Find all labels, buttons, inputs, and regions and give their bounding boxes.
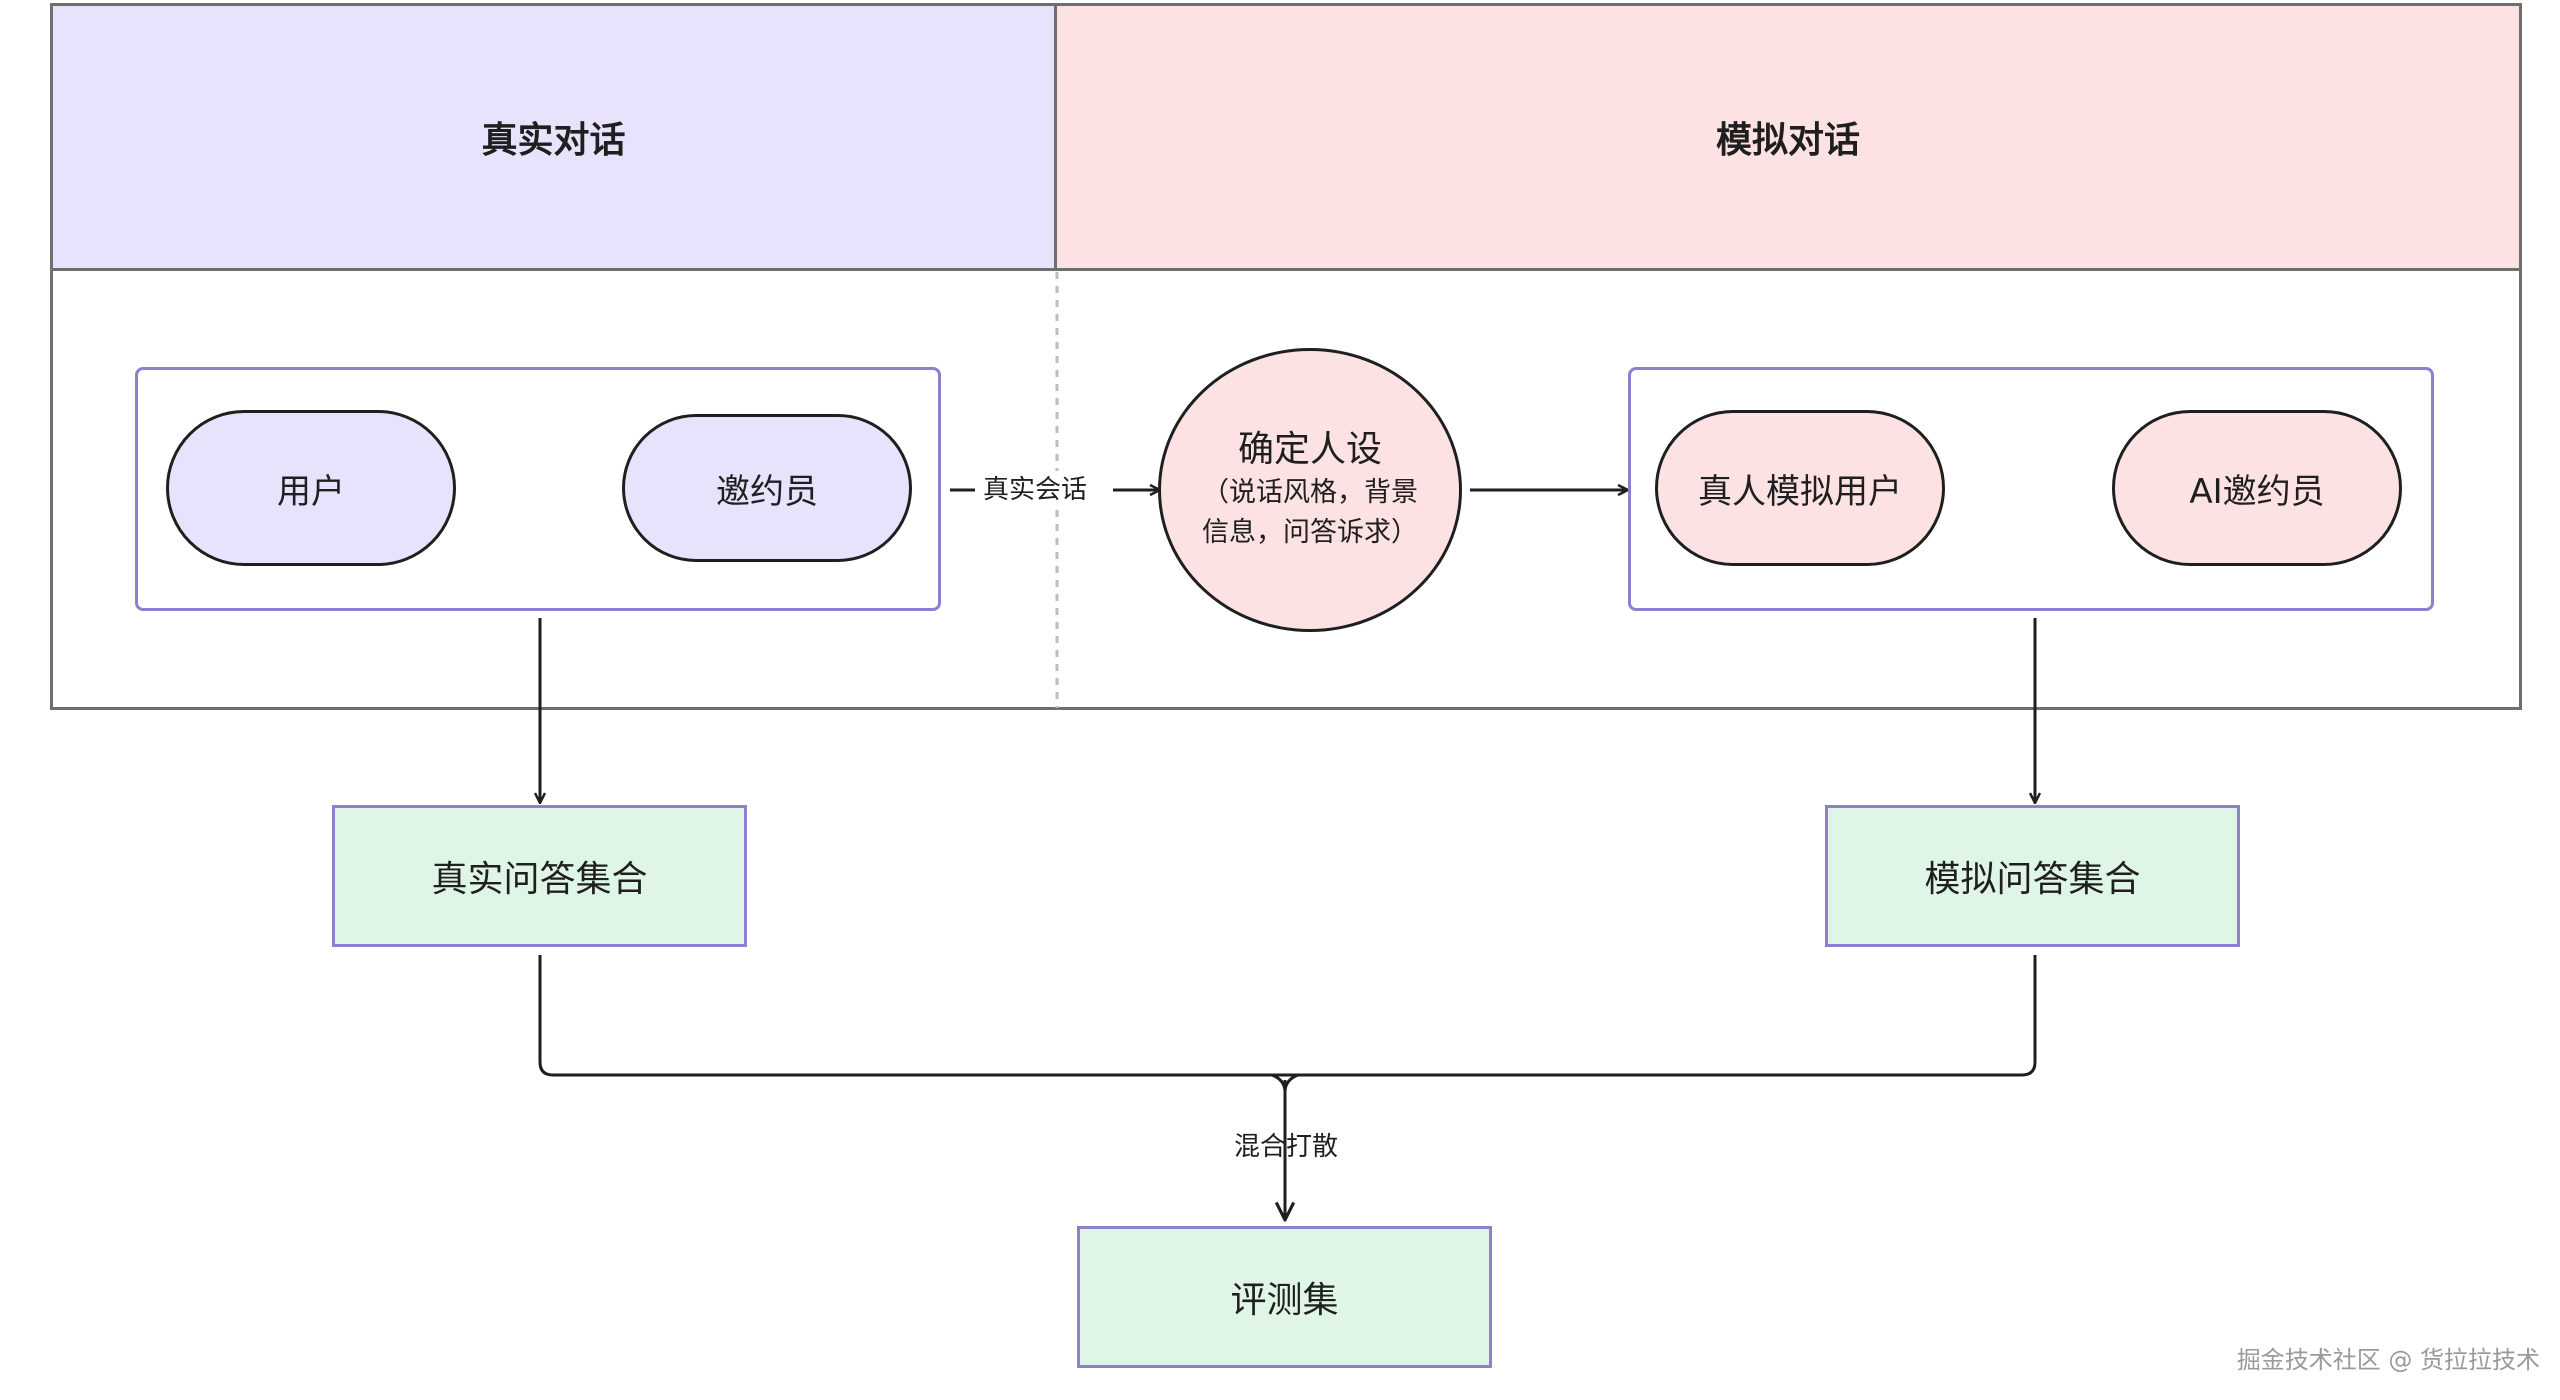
watermark: 掘金技术社区 @ 货拉拉技术 — [2236, 1346, 2540, 1374]
node-inviter: 邀约员 — [622, 414, 912, 562]
edge-label-real-session: 真实会话 — [977, 471, 1094, 509]
node-real-qa-set: 真实问答集合 — [332, 805, 747, 947]
node-inviter-label: 邀约员 — [716, 471, 818, 512]
node-ai-inviter: AI邀约员 — [2112, 410, 2402, 566]
lane-body — [50, 268, 2522, 710]
node-persona-detail: （说话风格，背景信息，问答诉求） — [1202, 477, 1418, 548]
node-eval-set-label: 评测集 — [1230, 1280, 1339, 1321]
node-ai-inviter-label: AI邀约员 — [2189, 471, 2325, 512]
node-simulated-qa-set-label: 模拟问答集合 — [1924, 859, 2141, 900]
lane-header-real: 真实对话 — [50, 3, 1057, 271]
node-persona: 确定人设 （说话风格，背景信息，问答诉求） — [1158, 348, 1462, 632]
edge-merge-split-right — [1283, 1073, 1299, 1093]
node-real-qa-set-label: 真实问答集合 — [431, 859, 648, 900]
node-simulated-user-label: 真人模拟用户 — [1698, 471, 1902, 512]
edge-merge — [538, 955, 2037, 1077]
lane-title-real: 真实对话 — [481, 120, 626, 161]
node-simulated-user: 真人模拟用户 — [1655, 410, 1945, 566]
edge-merge-split — [1271, 1073, 1287, 1093]
node-persona-title: 确定人设 — [1237, 429, 1382, 470]
node-eval-set: 评测集 — [1077, 1226, 1492, 1368]
edge-label-mix-shuffle: 混合打散 — [1234, 1132, 1339, 1162]
node-user: 用户 — [166, 410, 456, 566]
node-simulated-qa-set: 模拟问答集合 — [1825, 805, 2240, 947]
lane-title-simulated: 模拟对话 — [1715, 120, 1860, 161]
lane-header-simulated: 模拟对话 — [1057, 3, 2522, 271]
node-user-label: 用户 — [277, 471, 345, 512]
